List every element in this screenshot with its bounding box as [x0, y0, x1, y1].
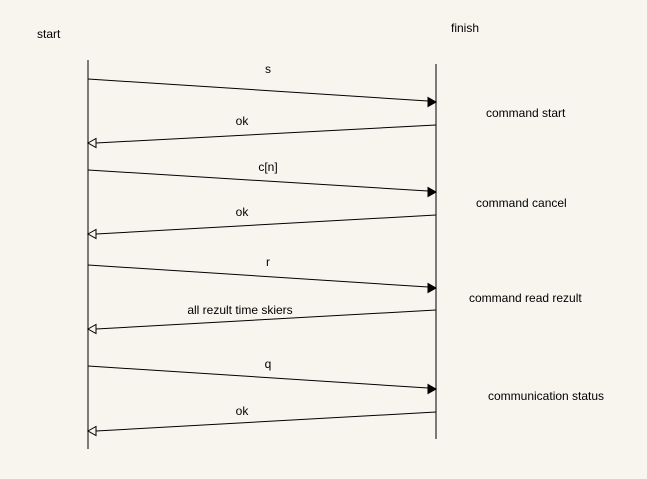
note-command-cancel: command cancel — [476, 196, 567, 210]
message-label: s — [265, 62, 271, 76]
message-arrow-line — [87, 365, 429, 389]
note-command-start: command start — [486, 106, 566, 120]
message-7: q — [87, 357, 438, 395]
message-6: all rezult time skiers — [86, 303, 437, 335]
filled-arrowhead-icon — [427, 383, 438, 395]
filled-arrowhead-icon — [427, 96, 438, 108]
message-label: ok — [236, 205, 250, 219]
message-5: r — [87, 255, 438, 294]
message-8: ok — [86, 404, 437, 437]
message-label: c[n] — [258, 160, 277, 174]
message-1: s — [87, 62, 438, 108]
open-arrowhead-icon — [86, 323, 97, 335]
participant-finish-label: finish — [451, 21, 479, 35]
participant-start-label: start — [37, 27, 61, 41]
open-arrowhead-icon — [86, 228, 97, 240]
message-arrow-line — [95, 411, 437, 432]
message-label: ok — [236, 114, 250, 128]
message-arrow-line — [95, 309, 437, 330]
filled-arrowhead-icon — [427, 186, 438, 198]
message-arrow-line — [87, 169, 429, 192]
message-arrow-line — [95, 124, 437, 144]
open-arrowhead-icon — [86, 137, 97, 149]
message-label: q — [265, 357, 272, 371]
message-arrow-line — [87, 264, 429, 288]
note-communication-status: communication status — [488, 389, 604, 403]
message-2: ok — [86, 114, 437, 149]
message-arrow-line — [87, 78, 429, 102]
open-arrowhead-icon — [86, 425, 97, 437]
filled-arrowhead-icon — [427, 282, 438, 294]
message-arrow-line — [95, 214, 437, 235]
message-label: r — [266, 255, 270, 269]
note-command-read-rezult: command read rezult — [469, 291, 582, 305]
message-4: ok — [86, 205, 437, 240]
message-label: all rezult time skiers — [187, 303, 292, 317]
message-label: ok — [236, 404, 250, 418]
message-3: c[n] — [87, 160, 438, 198]
